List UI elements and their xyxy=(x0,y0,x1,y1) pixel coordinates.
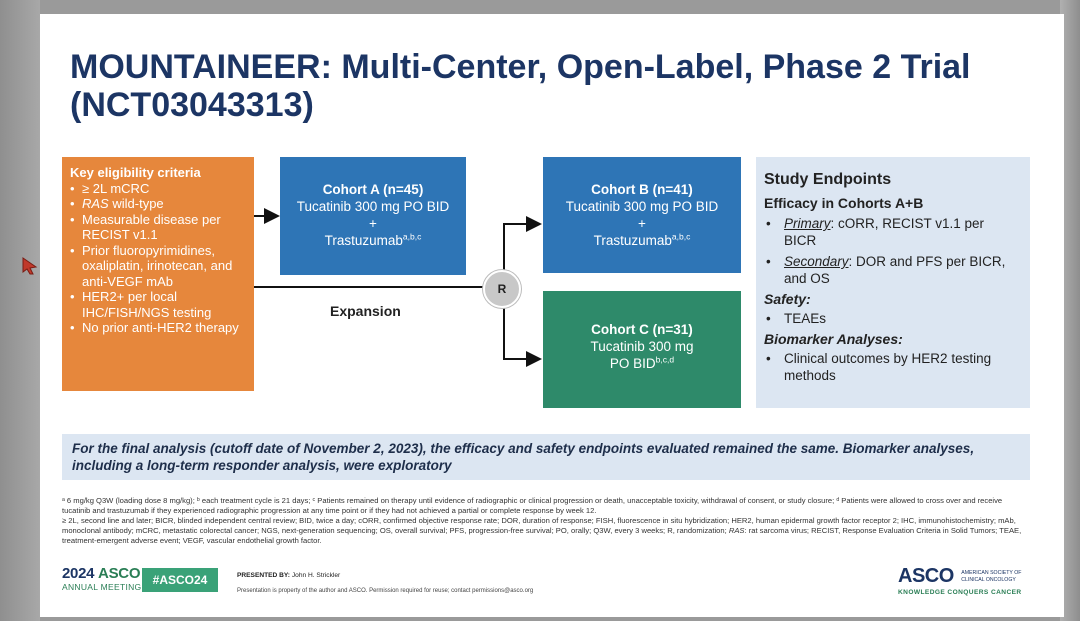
study-endpoints-panel: Study Endpoints Efficacy in Cohorts A+B … xyxy=(756,157,1030,408)
list-item: No prior anti-HER2 therapy xyxy=(70,320,246,336)
presented-by: PRESENTED BY: John H. Strickler xyxy=(237,572,341,579)
cohort-a-name: Cohort A (n=45) xyxy=(322,182,424,197)
asco-annual-meeting-logo: 2024 ASCO ANNUAL MEETING xyxy=(62,565,141,592)
list-item: Primary: cORR, RECIST v1.1 per BICR xyxy=(764,215,1020,249)
secondary-label: Secondary xyxy=(784,254,849,269)
list-item: Prior fluoropyrimidines, oxaliplatin, ir… xyxy=(70,243,246,290)
eligibility-list: ≥ 2L mCRC RAS wild-type Measurable disea… xyxy=(70,181,246,336)
window-frame-left xyxy=(0,0,40,621)
cohort-c-line1: Tucatinib 300 mg xyxy=(590,339,694,354)
ras-italic: RAS xyxy=(82,196,109,211)
expansion-label: Expansion xyxy=(330,303,401,319)
efficacy-list: Primary: cORR, RECIST v1.1 per BICR Seco… xyxy=(764,215,1020,287)
footnote-line: ᵃ 6 mg/kg Q3W (loading dose 8 mg/kg); ᵇ … xyxy=(62,496,1003,515)
property-note: Presentation is property of the author a… xyxy=(237,588,534,594)
asco-tagline: KNOWLEDGE CONQUERS CANCER xyxy=(898,589,1022,596)
cohort-c-box: Cohort C (n=31) Tucatinib 300 mg PO BIDb… xyxy=(543,291,741,408)
cohort-b-line2: Trastuzumaba,b,c xyxy=(593,231,691,248)
meeting-asco: ASCO xyxy=(98,565,141,582)
cohort-a-line1: Tucatinib 300 mg PO BID xyxy=(296,199,450,214)
presenter-name: John H. Strickler xyxy=(291,572,341,579)
efficacy-heading: Efficacy in Cohorts A+B xyxy=(764,195,924,211)
pointer-cursor-icon xyxy=(22,257,38,275)
final-analysis-note: For the final analysis (cutoff date of N… xyxy=(62,434,1030,480)
meeting-year: 2024 xyxy=(62,565,95,582)
cohort-c-name: Cohort C (n=31) xyxy=(591,322,693,337)
endpoints-title: Study Endpoints xyxy=(764,171,892,188)
footnotes: ᵃ 6 mg/kg Q3W (loading dose 8 mg/kg); ᵇ … xyxy=(62,496,1030,546)
list-item: ≥ 2L mCRC xyxy=(70,181,246,197)
cohort-a-line2: Trastuzumaba,b,c xyxy=(324,231,422,248)
cohort-a-plus: + xyxy=(369,216,377,231)
cohort-b-name: Cohort B (n=41) xyxy=(591,182,693,197)
primary-label: Primary xyxy=(784,216,831,231)
cohort-b-plus: + xyxy=(638,216,646,231)
cohort-b-box: Cohort B (n=41) Tucatinib 300 mg PO BID … xyxy=(543,157,741,273)
list-item: RAS wild-type xyxy=(70,196,246,212)
list-item: Measurable disease per RECIST v1.1 xyxy=(70,212,246,243)
abbreviations: ≥ 2L, second line and later; BICR, blind… xyxy=(62,516,1022,545)
slide: MOUNTAINEER: Multi-Center, Open-Label, P… xyxy=(40,14,1064,617)
cohort-a-box: Cohort A (n=45) Tucatinib 300 mg PO BID … xyxy=(280,157,466,275)
window-frame-right xyxy=(1060,0,1080,621)
biomarker-heading: Biomarker Analyses: xyxy=(764,331,903,347)
biomarker-list: Clinical outcomes by HER2 testing method… xyxy=(764,350,1020,384)
eligibility-heading: Key eligibility criteria xyxy=(70,165,201,180)
safety-heading: Safety: xyxy=(764,291,811,307)
cohort-b-line1: Tucatinib 300 mg PO BID xyxy=(565,199,719,214)
list-item: Secondary: DOR and PFS per BICR, and OS xyxy=(764,253,1020,287)
list-item: HER2+ per local IHC/FISH/NGS testing xyxy=(70,289,246,320)
safety-list: TEAEs xyxy=(764,310,1020,327)
list-item: Clinical outcomes by HER2 testing method… xyxy=(764,350,1020,384)
hashtag-badge: #ASCO24 xyxy=(142,568,218,592)
eligibility-box: Key eligibility criteria ≥ 2L mCRC RAS w… xyxy=(62,157,254,391)
cohort-c-line2: PO BIDb,c,d xyxy=(609,354,675,371)
randomization-circle: R xyxy=(483,270,521,308)
slide-title: MOUNTAINEER: Multi-Center, Open-Label, P… xyxy=(70,48,971,124)
asco-logo-text: ASCO xyxy=(898,565,954,587)
list-item: TEAEs xyxy=(764,310,1020,327)
meeting-label: ANNUAL MEETING xyxy=(62,582,142,592)
